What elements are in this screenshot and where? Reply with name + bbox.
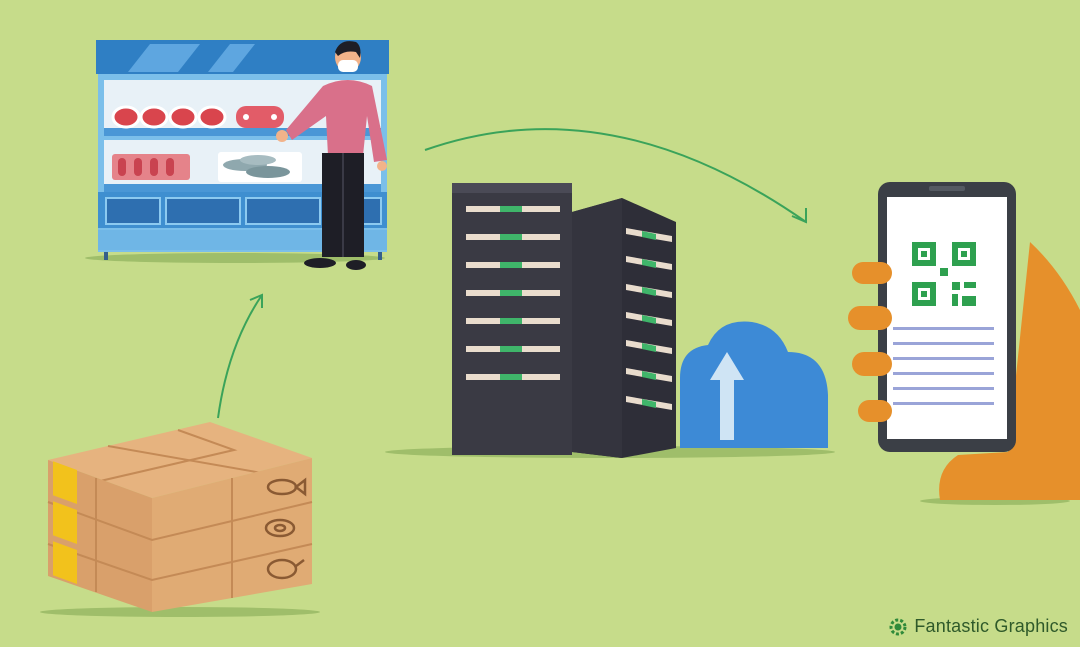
server-status-light: [642, 343, 656, 352]
qr-code-icon: [912, 242, 976, 306]
barcode-labels: [53, 461, 77, 585]
server-status-light: [642, 371, 656, 380]
hand-with-phone: [848, 182, 1080, 500]
server-status-light: [642, 315, 656, 324]
brand-watermark: Fantastic Graphics: [888, 616, 1068, 637]
server-status-light: [642, 231, 656, 240]
store-fridge: [96, 40, 389, 270]
shelf-items: [112, 152, 302, 182]
gear-bulb-logo-icon: [889, 618, 907, 635]
arrow-store-to-phone-head: [791, 208, 807, 224]
server-status-light: [500, 234, 522, 240]
server-status-light: [500, 206, 522, 212]
fingers: [848, 262, 892, 422]
steak-icons: [111, 105, 284, 129]
server-status-light: [642, 287, 656, 296]
brand-text: Fantastic Graphics: [914, 616, 1068, 636]
server-status-light: [500, 290, 522, 296]
cloud-upload: [680, 321, 828, 448]
phone-text-lines: [893, 327, 994, 405]
flow-arrows: [217, 128, 807, 419]
server-status-light: [500, 346, 522, 352]
server-status-light: [642, 259, 656, 268]
server-status-light: [500, 374, 522, 380]
arrow-boxes-to-store-head: [249, 293, 263, 308]
shopper-person: [276, 41, 387, 270]
server-towers: [452, 183, 676, 458]
arrow-boxes-to-store: [217, 294, 263, 419]
server-slots-left: [466, 206, 560, 380]
upload-arrow-icon: [710, 352, 744, 440]
arrow-store-to-phone: [424, 128, 807, 223]
server-status-light: [642, 399, 656, 408]
shipping-boxes: [47, 422, 313, 612]
server-status-light: [500, 318, 522, 324]
food-type-icons: [264, 477, 307, 580]
server-status-light: [500, 262, 522, 268]
server-slots-right: [626, 228, 672, 410]
